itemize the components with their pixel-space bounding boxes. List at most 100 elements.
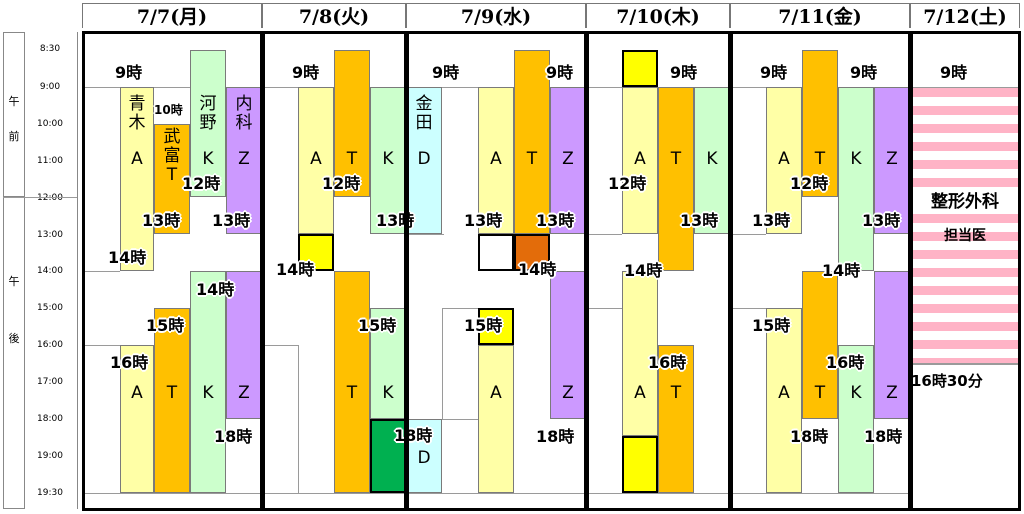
code-wed-am-d: D <box>417 149 431 169</box>
code-tue-am-a: A <box>310 149 322 169</box>
bar-fri-am-t <box>802 50 838 197</box>
time-label-1500: 15:00 <box>37 303 63 313</box>
hour-tue-13: 13時 <box>376 211 415 230</box>
line-fri-1500 <box>730 308 766 309</box>
code-thu-am-k: K <box>706 149 718 169</box>
bar-fri-am-a <box>766 87 802 234</box>
bar-thu-pm-a-ext <box>622 436 658 493</box>
pm-char-1: 午 <box>8 275 20 288</box>
sat-dept-label: 整形外科 <box>910 187 1020 212</box>
bar-tue-am-t <box>334 50 370 197</box>
code-mon-am-z: Z <box>238 149 250 169</box>
bar-wed-am-t <box>514 50 550 234</box>
day-header-0708: 7/8(火) <box>262 3 406 28</box>
bar-thu-am-a <box>622 87 658 234</box>
code-fri-pm-z: Z <box>886 383 898 403</box>
time-label-1800: 18:00 <box>37 414 63 424</box>
code-fri-pm-t: T <box>814 383 826 403</box>
bar-thu-am-a-start <box>622 50 658 87</box>
bar-tue-am-a-ext <box>298 234 334 271</box>
bar-wed-pm-z <box>550 271 586 419</box>
doctor-name-naika: 内科 <box>235 94 253 133</box>
bar-tue-am-a <box>298 87 334 234</box>
hour-fri-9a: 9時 <box>760 63 788 82</box>
hour-wed-9a: 9時 <box>432 63 460 82</box>
hour-tue-14: 14時 <box>276 260 315 279</box>
hour-fri-13b: 13時 <box>862 211 901 230</box>
code-thu-am-t: T <box>670 149 682 169</box>
sat-note-label: 担当医 <box>944 228 986 244</box>
code-mon-am-t: T <box>166 165 178 185</box>
hour-tue-18: 18時 <box>394 426 433 445</box>
code-thu-pm-t: T <box>670 383 682 403</box>
hour-thu-12: 12時 <box>608 174 647 193</box>
line-thu-1300 <box>586 234 622 235</box>
hour-wed-14: 14時 <box>518 260 557 279</box>
bar-thu-am-t <box>658 87 694 271</box>
bar-fri-pm-k <box>838 345 874 493</box>
time-label-1930: 19:30 <box>37 488 63 498</box>
time-label-0830: 8:30 <box>39 44 61 54</box>
doctor-name-kono: 河野 <box>199 94 217 133</box>
time-label-0900: 9:00 <box>39 82 61 92</box>
hour-fri-15: 15時 <box>752 316 791 335</box>
hour-mon-15: 15時 <box>146 316 185 335</box>
code-mon-am-a: A <box>131 149 143 169</box>
bar-fri-pm-t <box>802 271 838 419</box>
bar-tue-pm-t <box>334 271 370 493</box>
line-wed-1500-v <box>442 308 443 419</box>
code-wed-am-t: T <box>526 149 538 169</box>
time-label-1600: 16:00 <box>37 340 63 350</box>
bar-wed-pm-a-start <box>478 308 514 345</box>
hour-wed-18: 18時 <box>536 427 575 446</box>
hour-fri-12: 12時 <box>790 174 829 193</box>
hour-thu-13: 13時 <box>680 211 719 230</box>
hour-thu-16: 16時 <box>648 353 687 372</box>
am-char-2: 前 <box>8 130 20 143</box>
hour-mon-13a: 13時 <box>142 211 181 230</box>
am-label: 午 前 <box>3 32 25 197</box>
hour-thu-9: 9時 <box>670 63 698 82</box>
line-mon-1600 <box>82 345 120 346</box>
doctor-name-aoki-1: 青木 <box>128 94 146 133</box>
code-tue-am-t: T <box>346 149 358 169</box>
code-fri-pm-a: A <box>778 383 790 403</box>
code-tue-am-k: K <box>382 149 394 169</box>
hour-fri-16: 16時 <box>826 353 865 372</box>
code-wed-pm-z: Z <box>562 383 574 403</box>
hour-mon-16: 16時 <box>110 353 149 372</box>
bar-wed-am-a-ext <box>478 234 514 271</box>
line-mon-pm-right <box>262 345 298 346</box>
code-mon-pm-z: Z <box>238 383 250 403</box>
hour-thu-14: 14時 <box>624 261 663 280</box>
time-label-1200: 12:00 <box>37 193 63 203</box>
pm-label: 午 後 <box>3 197 25 509</box>
line-fri-1300 <box>730 234 766 235</box>
code-fri-pm-k: K <box>850 383 862 403</box>
hour-sat-1630: 16時30分 <box>911 372 983 390</box>
code-tue-pm-k: K <box>382 383 394 403</box>
line-wed-1800 <box>406 419 478 420</box>
bar-wed-am-a <box>478 87 514 234</box>
day-header-0709: 7/9(水) <box>406 3 586 28</box>
hour-wed-15: 15時 <box>464 316 503 335</box>
hour-mon-14b: 14時 <box>196 280 235 299</box>
hour-sat-9: 9時 <box>940 63 968 82</box>
bar-mon-am-taketomi <box>154 124 190 234</box>
hour-wed-13b: 13時 <box>536 211 575 230</box>
hour-mon-12: 12時 <box>182 174 221 193</box>
hour-fri-13a: 13時 <box>752 211 791 230</box>
hour-tue-15: 15時 <box>358 316 397 335</box>
code-mon-pm-k: K <box>202 383 214 403</box>
hour-mon-18: 18時 <box>214 427 253 446</box>
bar-fri-am-z <box>874 87 910 234</box>
code-thu-pm-a: A <box>634 383 646 403</box>
bar-wed-pm-d <box>406 419 442 493</box>
hour-mon-10: 10時 <box>154 103 183 117</box>
hour-mon-14a: 14時 <box>108 248 147 267</box>
time-label-1000: 10:00 <box>37 119 63 129</box>
line-noon <box>3 197 77 198</box>
hour-wed-13a: 13時 <box>464 211 503 230</box>
code-mon-am-k: K <box>202 149 214 169</box>
bar-mon-pm-t <box>154 308 190 493</box>
